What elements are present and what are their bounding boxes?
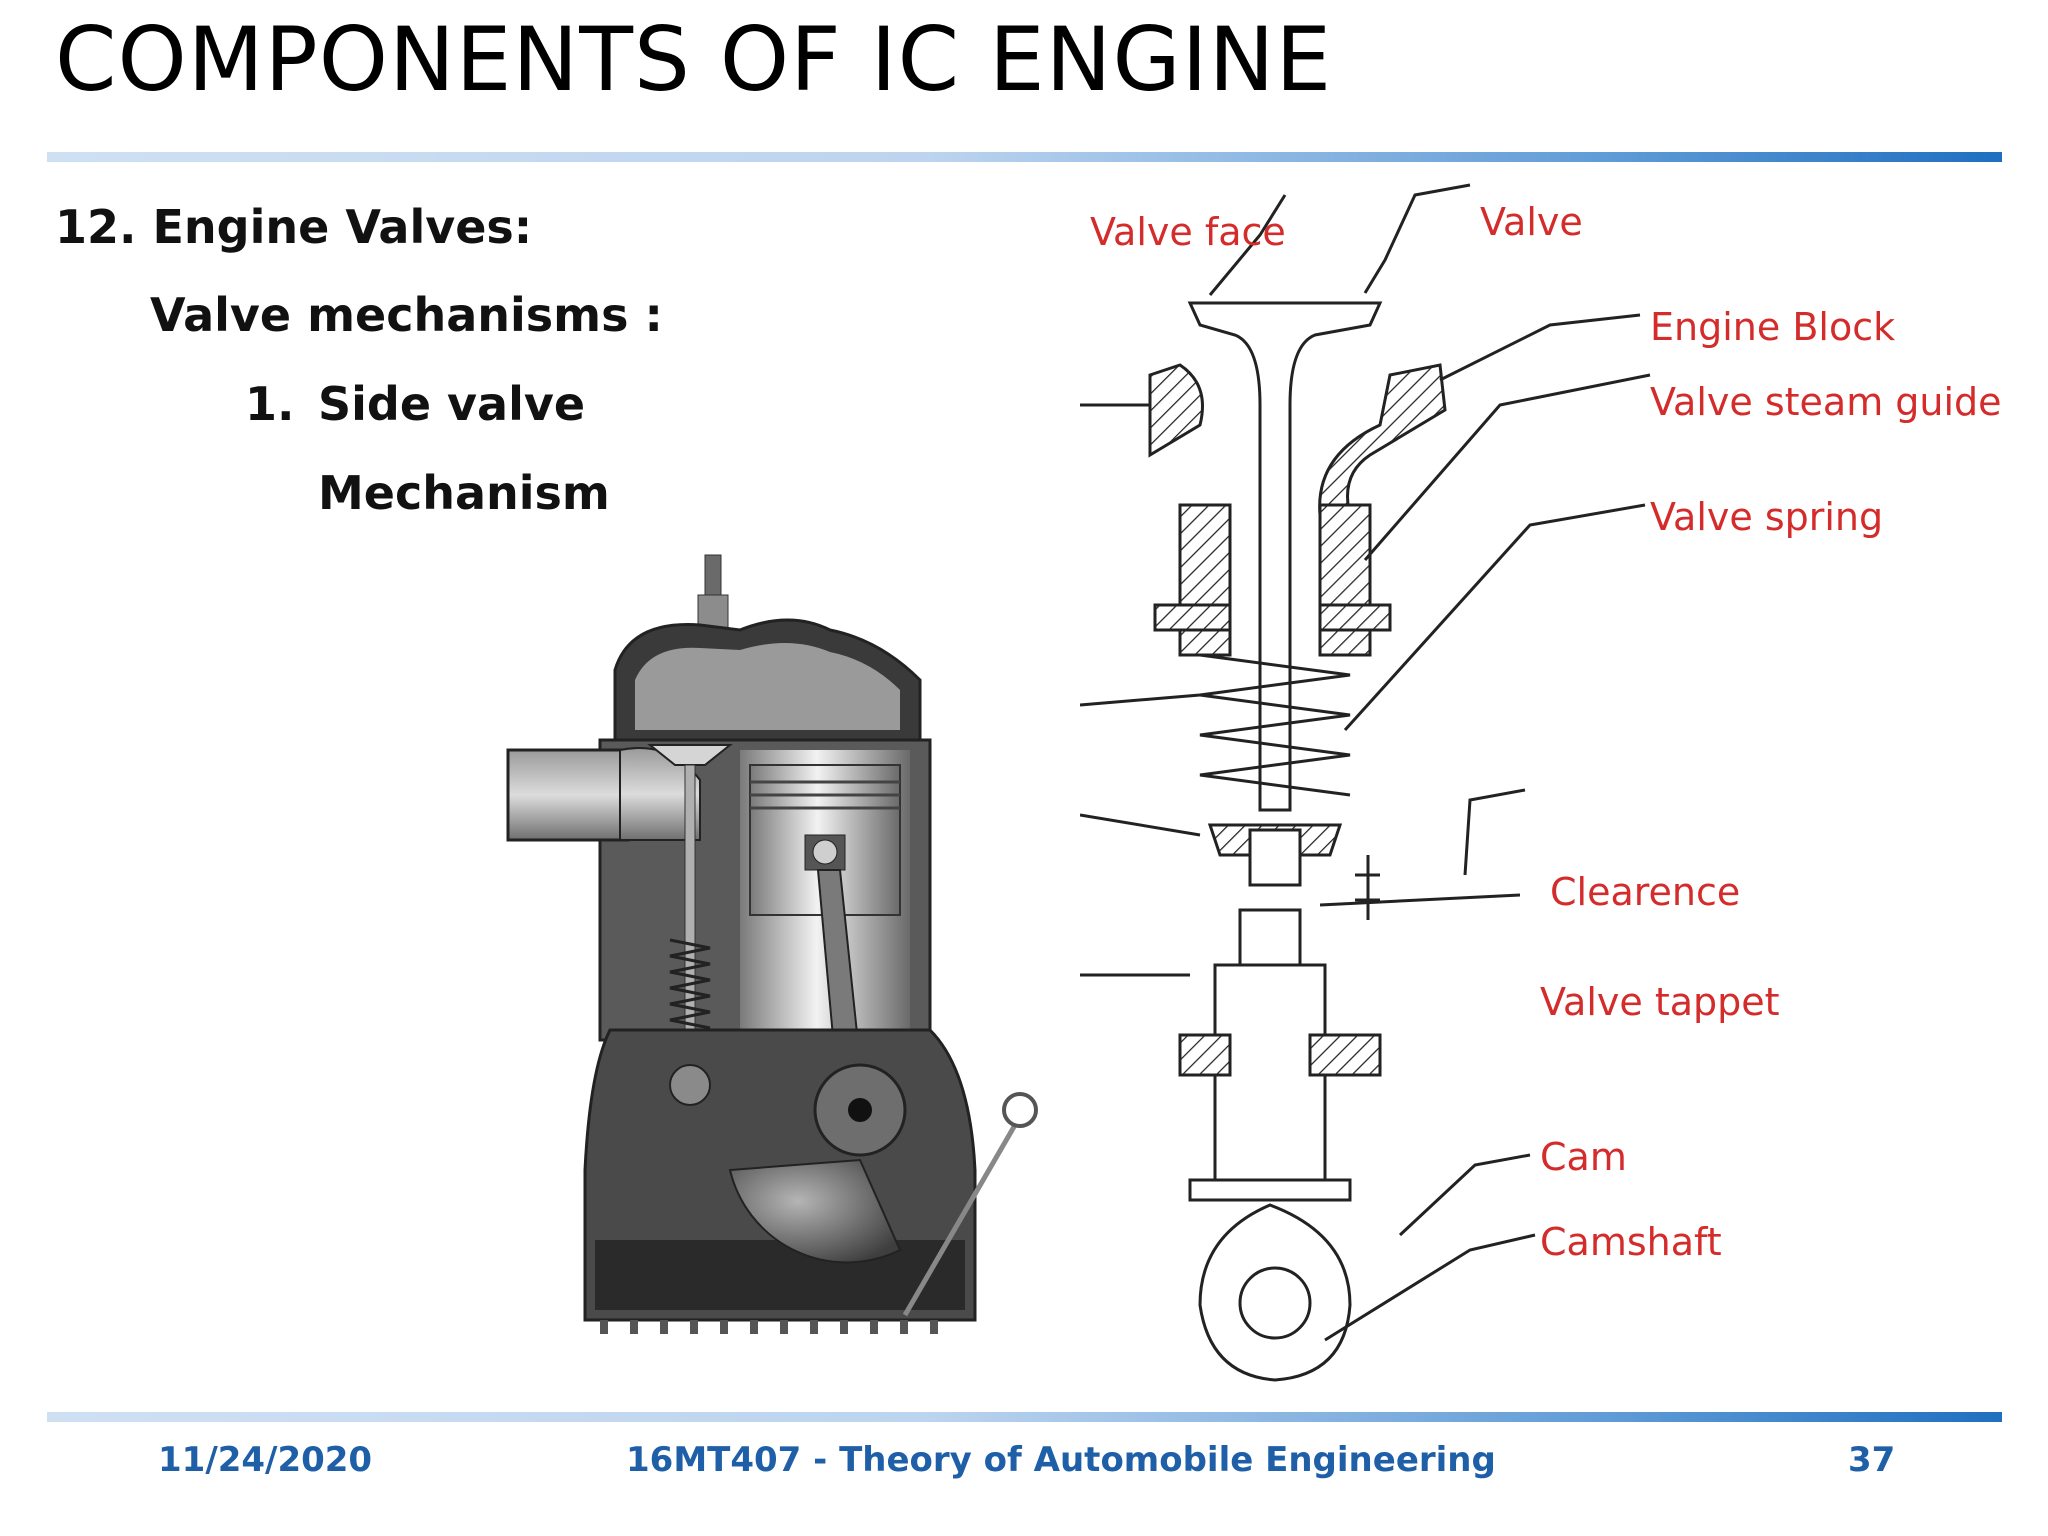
- list-item-line2: Mechanism: [318, 466, 610, 520]
- title-divider: [47, 152, 2002, 162]
- label-clearance: Clearence: [1550, 870, 1740, 914]
- footer-divider: [47, 1412, 2002, 1422]
- label-valve-stem-guide: Valve steam guide: [1650, 380, 2002, 424]
- label-valve-spring: Valve spring: [1650, 495, 1883, 539]
- label-valve: Valve: [1480, 200, 1583, 244]
- footer-date: 11/24/2020: [158, 1440, 373, 1480]
- label-camshaft: Camshaft: [1540, 1220, 1722, 1264]
- list-item-number: 1.: [245, 377, 295, 431]
- valve-mechanism-diagram: Valve face Valve Engine Block Valve stea…: [1080, 183, 2002, 1382]
- page-number: 37: [1848, 1440, 1896, 1480]
- side-valve-engine-illustration: [506, 554, 1038, 1334]
- list-item-line1: Side valve: [318, 377, 586, 431]
- label-engine-block: Engine Block: [1650, 305, 1895, 349]
- label-valve-face: Valve face: [1090, 210, 1286, 254]
- label-cam: Cam: [1540, 1135, 1627, 1179]
- label-valve-tappet: Valve tappet: [1540, 980, 1780, 1024]
- section-subheading: Valve mechanisms :: [150, 288, 663, 342]
- section-heading: 12. Engine Valves:: [55, 200, 533, 254]
- slide-title: COMPONENTS OF IC ENGINE: [55, 8, 1333, 111]
- footer-course: 16MT407 - Theory of Automobile Engineeri…: [626, 1440, 1496, 1480]
